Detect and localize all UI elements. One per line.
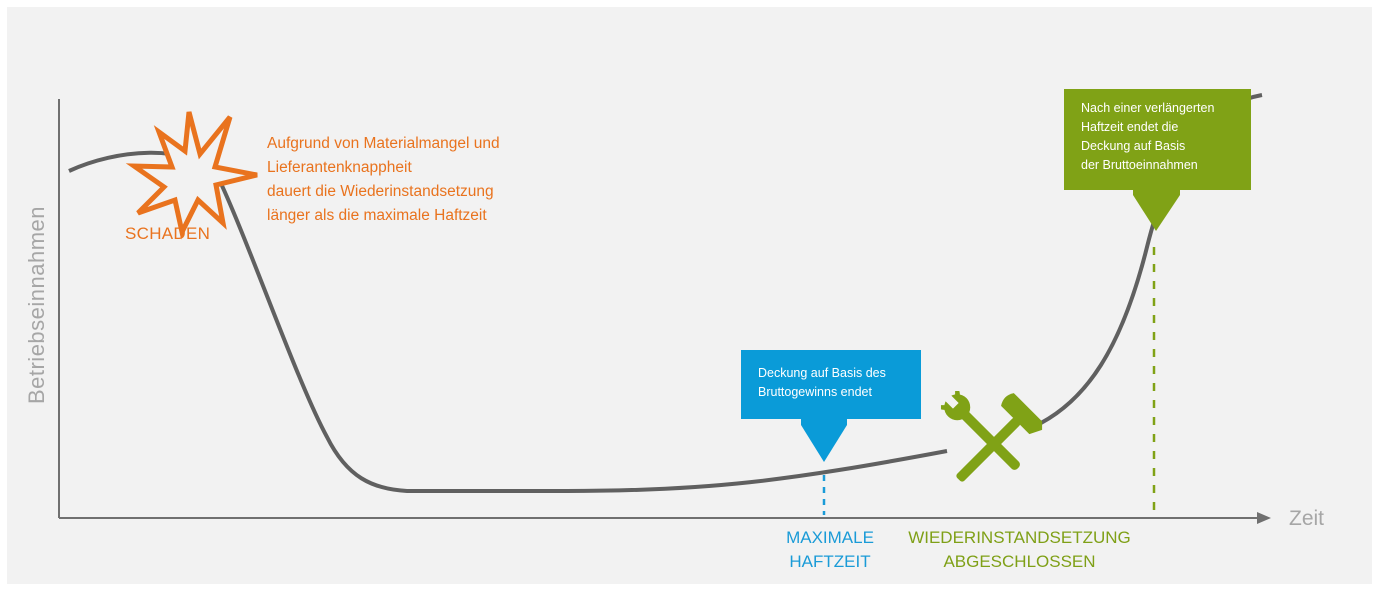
gross-profit-coverage-box: Deckung auf Basis des Bruttogewinns ende… xyxy=(741,350,921,419)
x-axis-arrowhead xyxy=(1257,512,1271,524)
extended-coverage-arrow xyxy=(1133,190,1180,231)
x-axis-label: Zeit xyxy=(1289,507,1325,530)
explosion-burst-icon xyxy=(125,111,258,240)
damage-note-line: Aufgrund von Materialmangel und xyxy=(267,135,500,152)
damage-note: Aufgrund von Materialmangel und Lieferan… xyxy=(267,132,597,228)
extended-box-line: der Bruttoeinnahmen xyxy=(1081,158,1198,172)
max-liability-label-line: MAXIMALE xyxy=(786,528,874,547)
damage-note-line: länger als die maximale Haftzeit xyxy=(267,207,487,224)
damage-note-line: dauert die Wiederinstandsetzung xyxy=(267,183,494,200)
y-axis-label: Betriebseinnahmen xyxy=(24,205,49,405)
extended-box-line: Haftzeit endet die xyxy=(1081,120,1179,134)
extended-box-line: Deckung auf Basis xyxy=(1081,139,1186,153)
damage-note-line: Lieferantenknappheit xyxy=(267,159,412,176)
damage-label: SCHADEN xyxy=(125,224,211,243)
repair-complete-label-line: WIEDERINSTANDSETZUNG xyxy=(908,528,1131,547)
gross-profit-arrow xyxy=(801,419,847,462)
extended-box-line: Nach einer verlängerten xyxy=(1081,101,1215,115)
gross-profit-box-line: Deckung auf Basis des xyxy=(758,366,886,380)
diagram-stage: Betriebseinnahmen Zeit SCHADEN Aufgrund … xyxy=(7,7,1372,584)
extended-coverage-box: Nach einer verlängerten Haftzeit endet d… xyxy=(1064,89,1251,190)
repair-complete-label-line: ABGESCHLOSSEN xyxy=(943,552,1096,571)
wrench-hammer-icon xyxy=(940,390,1043,482)
gross-profit-box-line: Bruttogewinns endet xyxy=(758,385,872,399)
max-liability-label: MAXIMALE HAFTZEIT xyxy=(765,526,895,574)
max-liability-label-line: HAFTZEIT xyxy=(789,552,871,571)
repair-complete-label: WIEDERINSTANDSETZUNG ABGESCHLOSSEN xyxy=(887,526,1152,574)
diagram-graphics xyxy=(58,93,1271,524)
